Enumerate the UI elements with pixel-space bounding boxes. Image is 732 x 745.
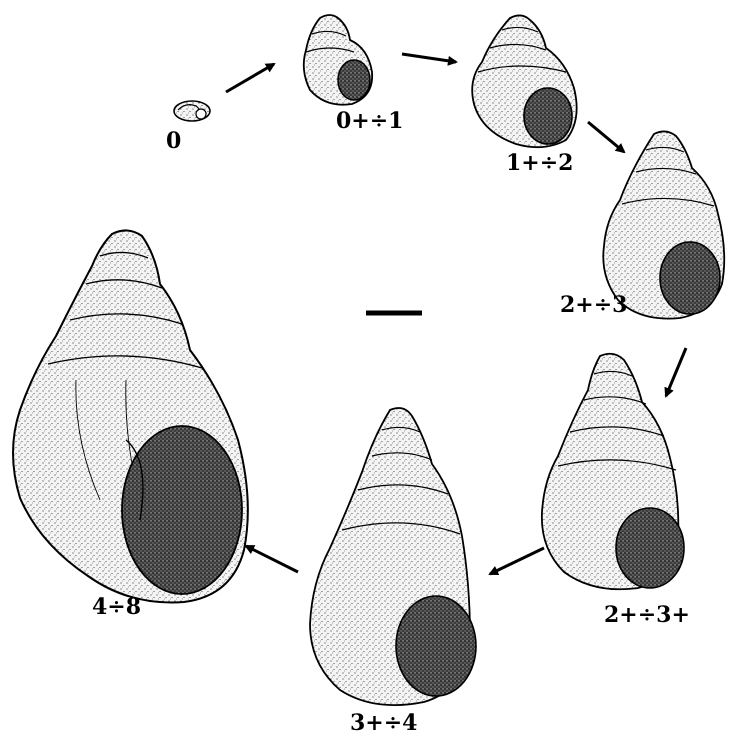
- arrow-5-to-6: [244, 544, 299, 574]
- arrow-2-to-3: [587, 120, 626, 154]
- shell-stage-3: [602, 130, 726, 320]
- stage-label-4-8: 4÷8: [92, 594, 142, 620]
- arrow-1-to-2: [401, 52, 458, 66]
- shell-stage-2: [471, 14, 578, 149]
- stage-label-0: 0: [166, 128, 182, 154]
- stage-label-3-4: 3+÷4: [350, 710, 418, 736]
- arrow-0-to-1: [225, 62, 276, 94]
- shell-stage-0: [173, 100, 211, 122]
- stage-label-1-2: 1+÷2: [506, 150, 574, 176]
- stage-label-0-1: 0+÷1: [336, 108, 404, 134]
- arrow-3-to-4: [664, 347, 688, 398]
- shell-stage-1: [302, 14, 374, 106]
- stage-label-2-3plus: 2+÷3+: [604, 602, 690, 628]
- arrow-4-to-5: [488, 546, 545, 576]
- shell-stage-6: [12, 229, 249, 604]
- shell-stage-4: [540, 352, 685, 591]
- shell-stage-5: [309, 407, 477, 707]
- stage-label-2-3: 2+÷3: [560, 292, 628, 318]
